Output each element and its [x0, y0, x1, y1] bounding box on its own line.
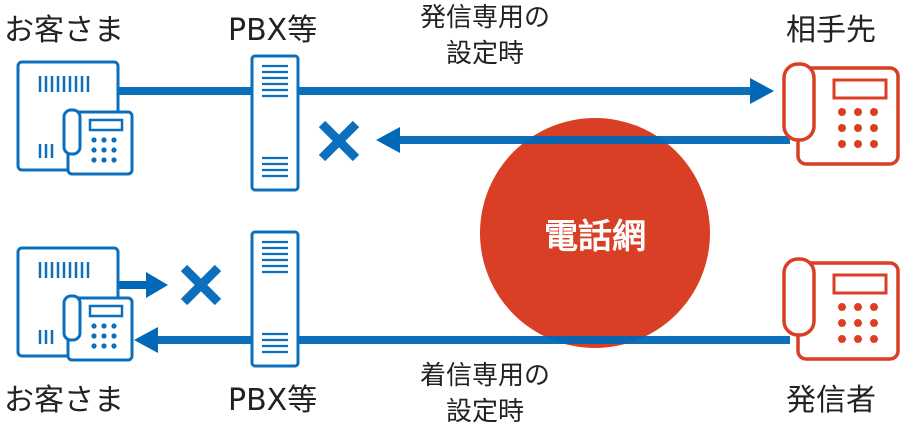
bottom-pbx-icon: [250, 230, 300, 368]
bottom-pbx-label: PBX等: [228, 383, 318, 418]
top-setting-label-line2: 設定時: [445, 39, 524, 69]
bottom-caller-phone-icon: [782, 257, 900, 361]
top-partner-phone-icon: [782, 62, 900, 166]
bottom-incoming-line: [134, 327, 790, 353]
top-block-x-icon: [318, 120, 360, 162]
top-pbx-label: PBX等: [228, 13, 318, 48]
top-outgoing-line: [116, 78, 774, 104]
top-pbx-icon: [250, 54, 300, 192]
telephone-network-circle: [480, 118, 710, 348]
top-blocked-incoming-line: [376, 127, 790, 153]
bottom-block-x-icon: [180, 264, 222, 306]
bottom-blocked-outgoing-line: [116, 272, 168, 298]
top-customer-label: お客さま: [4, 13, 124, 48]
top-partner-label: 相手先: [786, 13, 876, 48]
bottom-caller-label: 発信者: [786, 383, 876, 418]
bottom-customer-label: お客さま: [4, 383, 124, 418]
bottom-customer-equipment-icon: [16, 246, 134, 362]
top-setting-label-line1: 発信専用の: [419, 3, 550, 33]
top-customer-equipment-icon: [16, 60, 134, 176]
bottom-setting-label-line1: 着信専用の: [419, 361, 550, 391]
bottom-setting-label-line2: 設定時: [445, 397, 524, 427]
